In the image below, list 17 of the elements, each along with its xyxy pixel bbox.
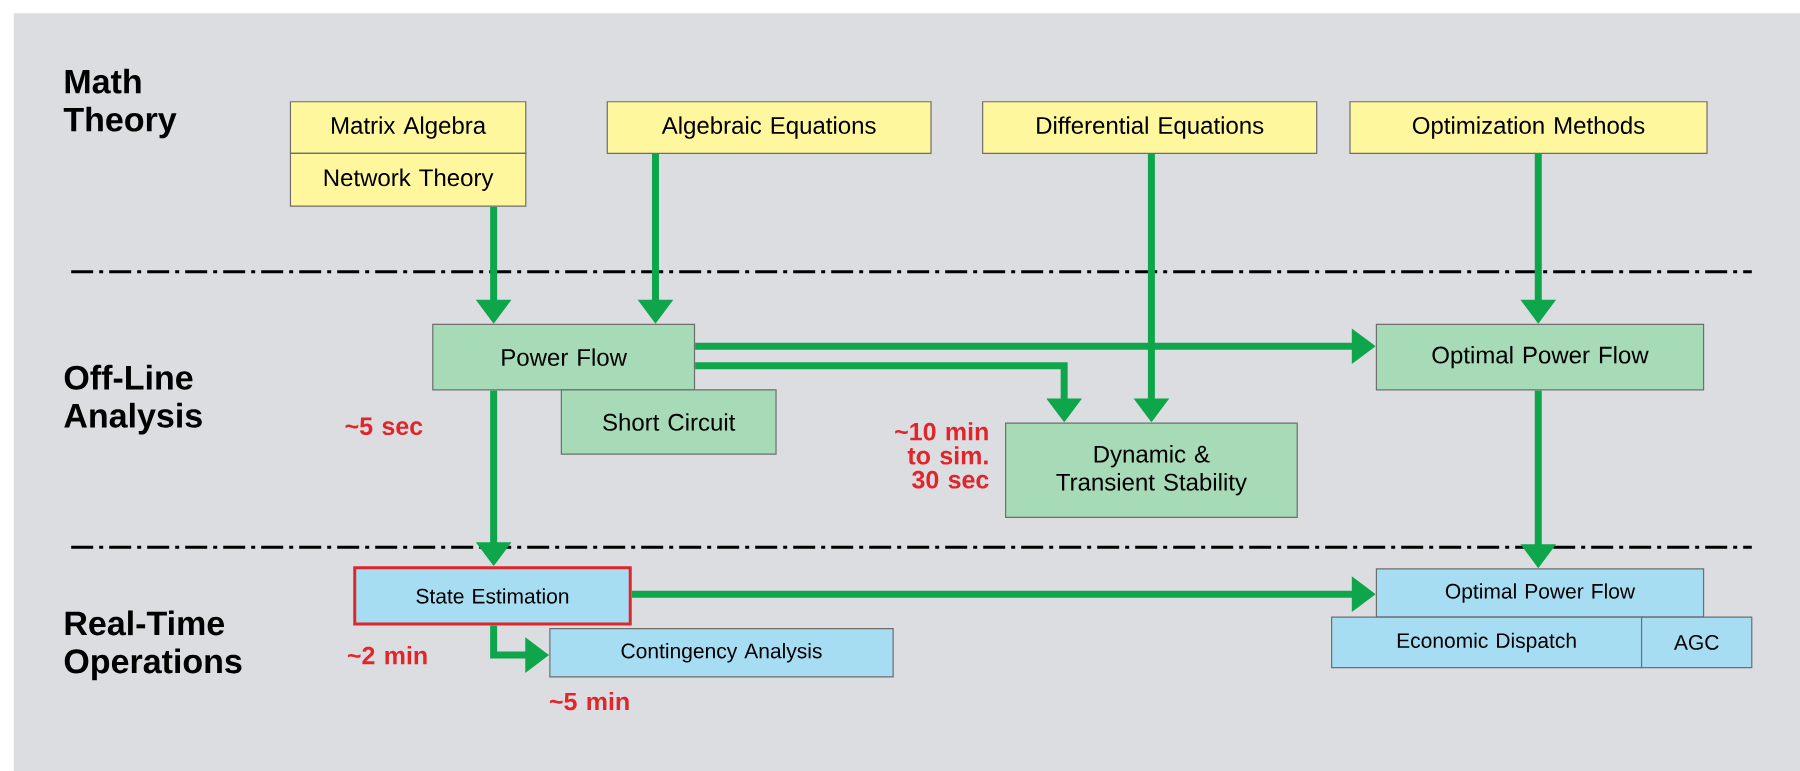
analysis-box: Power Flow <box>432 323 696 391</box>
theory-box: Differential Equations <box>982 101 1318 154</box>
row-heading: Math Theory <box>63 68 177 139</box>
time-note: ~5 min <box>549 692 629 711</box>
time-note: ~5 sec <box>345 417 423 436</box>
row-heading: Real-Time Operations <box>64 610 242 681</box>
operations-box: AGC <box>1641 616 1753 669</box>
analysis-box: Dynamic & Transient Stability <box>1005 422 1298 518</box>
analysis-box: Short Circuit <box>560 389 777 455</box>
operations-box: Contingency Analysis <box>549 628 894 678</box>
theory-box: Optimization Methods <box>1349 101 1708 154</box>
theory-box: Algebraic Equations <box>606 101 932 154</box>
theory-box: Network Theory <box>289 152 527 207</box>
highlighted-box: State Estimation <box>353 566 632 626</box>
row-heading: Off-Line Analysis <box>64 364 202 435</box>
theory-box: Matrix Algebra <box>289 101 527 154</box>
analysis-box: Optimal Power Flow <box>1375 323 1705 391</box>
